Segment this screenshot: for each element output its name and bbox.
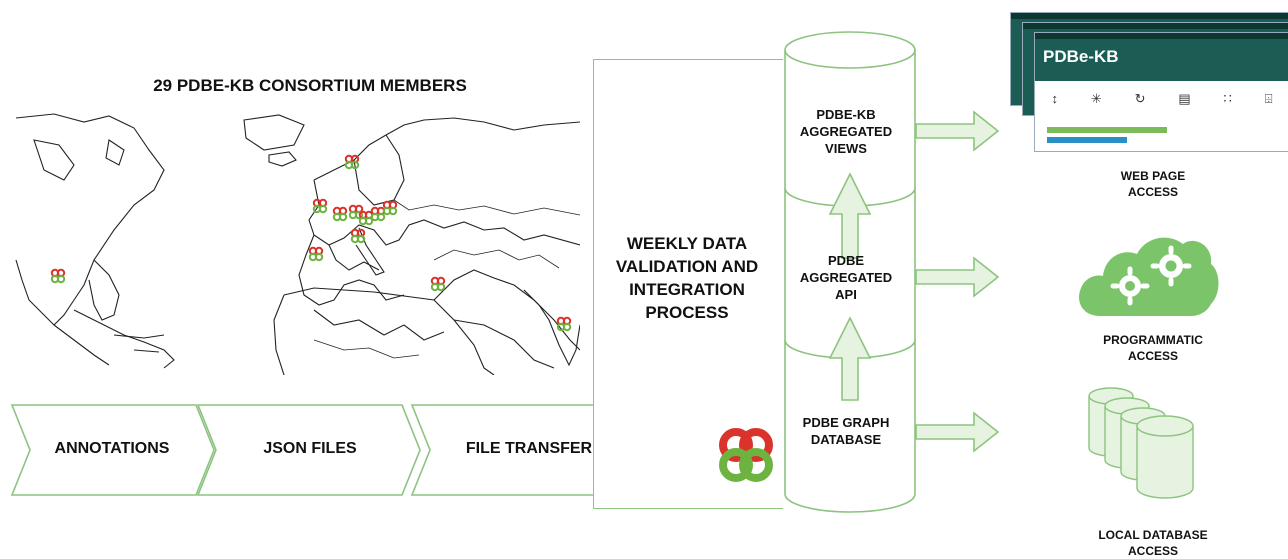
views-line-1: PDBE-KB [816, 107, 876, 122]
member-location-marker [344, 154, 360, 170]
programmatic-access-label: PROGRAMMATIC ACCESS [1068, 332, 1238, 364]
web-page-preview: PDBe-KB ↕ ✳ ↻ ▤ ∷ ⌹ [1010, 12, 1288, 162]
member-location-marker [382, 200, 398, 216]
programmatic-line-1: PROGRAMMATIC [1103, 333, 1203, 347]
local-database-stack-icon [1088, 387, 1194, 499]
member-location-marker [312, 198, 328, 214]
annotation-icon: ▤ [1178, 91, 1191, 106]
cylinder-layer-api: PDBE AGGREGATED API [786, 252, 906, 303]
process-line-1: WEEKLY DATA [626, 234, 748, 253]
member-location-marker [370, 206, 386, 222]
local-db-line-2: ACCESS [1127, 544, 1178, 558]
pipeline-step-annotations-shape [10, 404, 215, 496]
member-location-marker [430, 276, 446, 292]
web-preview-icons: ↕ ✳ ↻ ▤ ∷ ⌹ [1035, 91, 1288, 107]
graph-db-line-2: DATABASE [810, 432, 882, 447]
api-line-3: API [835, 287, 857, 302]
dna-icon: ↕ [1051, 91, 1058, 106]
process-line-2: VALIDATION AND [615, 257, 759, 276]
web-access-line-1: WEB PAGE [1120, 169, 1186, 183]
graph-db-line-1: PDBE GRAPH [802, 415, 890, 430]
publication-icon: ⌹ [1264, 91, 1273, 106]
pipeline-step-json-shape [196, 404, 421, 496]
database-cylinder [784, 31, 916, 513]
web-preview-front: PDBe-KB ↕ ✳ ↻ ▤ ∷ ⌹ [1034, 32, 1288, 152]
up-arrow-api-to-views [828, 172, 872, 259]
views-line-2: AGGREGATED [799, 124, 893, 139]
api-line-2: AGGREGATED [799, 270, 893, 285]
interaction-icon: ↻ [1134, 91, 1146, 106]
local-db-line-1: LOCAL DATABASE [1098, 528, 1208, 542]
member-location-marker [332, 206, 348, 222]
views-line-3: VIEWS [825, 141, 867, 156]
pipeline-step-file-transfer: FILE TRANSFER [465, 440, 593, 457]
api-line-1: PDBE [827, 253, 865, 268]
consortium-members-title: 29 PDBE-KB CONSORTIUM MEMBERS [153, 76, 467, 95]
right-arrow-local-db [915, 411, 1000, 453]
web-preview-logo: PDBe-KB [1043, 47, 1119, 66]
member-location-marker [358, 210, 374, 226]
member-location-marker [308, 246, 324, 262]
pipeline-chevrons [10, 404, 643, 496]
web-preview-blue-tags [1047, 137, 1127, 143]
pipeline-step-json-files: JSON FILES [263, 440, 357, 457]
cloud-gears-icon [1079, 237, 1219, 316]
process-line-3: INTEGRATION [629, 280, 745, 299]
member-location-marker [50, 268, 66, 284]
world-map [15, 113, 580, 375]
right-arrow-programmatic [915, 256, 1000, 298]
member-location-marker [556, 316, 572, 332]
programmatic-line-2: ACCESS [1127, 349, 1178, 363]
web-page-access-label: WEB PAGE ACCESS [1068, 168, 1238, 200]
pdbe-kb-logo [719, 428, 773, 482]
web-preview-green-tags [1047, 127, 1167, 133]
process-line-4: PROCESS [645, 303, 729, 322]
validation-process-label: WEEKLY DATA VALIDATION AND INTEGRATION P… [596, 232, 778, 324]
member-location-marker [350, 228, 366, 244]
pipeline-step-annotations: ANNOTATIONS [54, 440, 170, 457]
cylinder-layer-graph-db: PDBE GRAPH DATABASE [786, 414, 906, 448]
right-arrow-web [915, 110, 1000, 152]
cylinder-layer-views: PDBE-KB AGGREGATED VIEWS [786, 106, 906, 157]
output-arrows [915, 110, 1000, 453]
local-database-access-label: LOCAL DATABASE ACCESS [1068, 527, 1238, 559]
ligand-icon: ✳ [1090, 91, 1102, 106]
similarity-icon: ∷ [1223, 91, 1232, 106]
web-access-line-2: ACCESS [1127, 185, 1178, 199]
member-location-marker [348, 204, 364, 220]
up-arrow-db-to-api [828, 316, 872, 401]
